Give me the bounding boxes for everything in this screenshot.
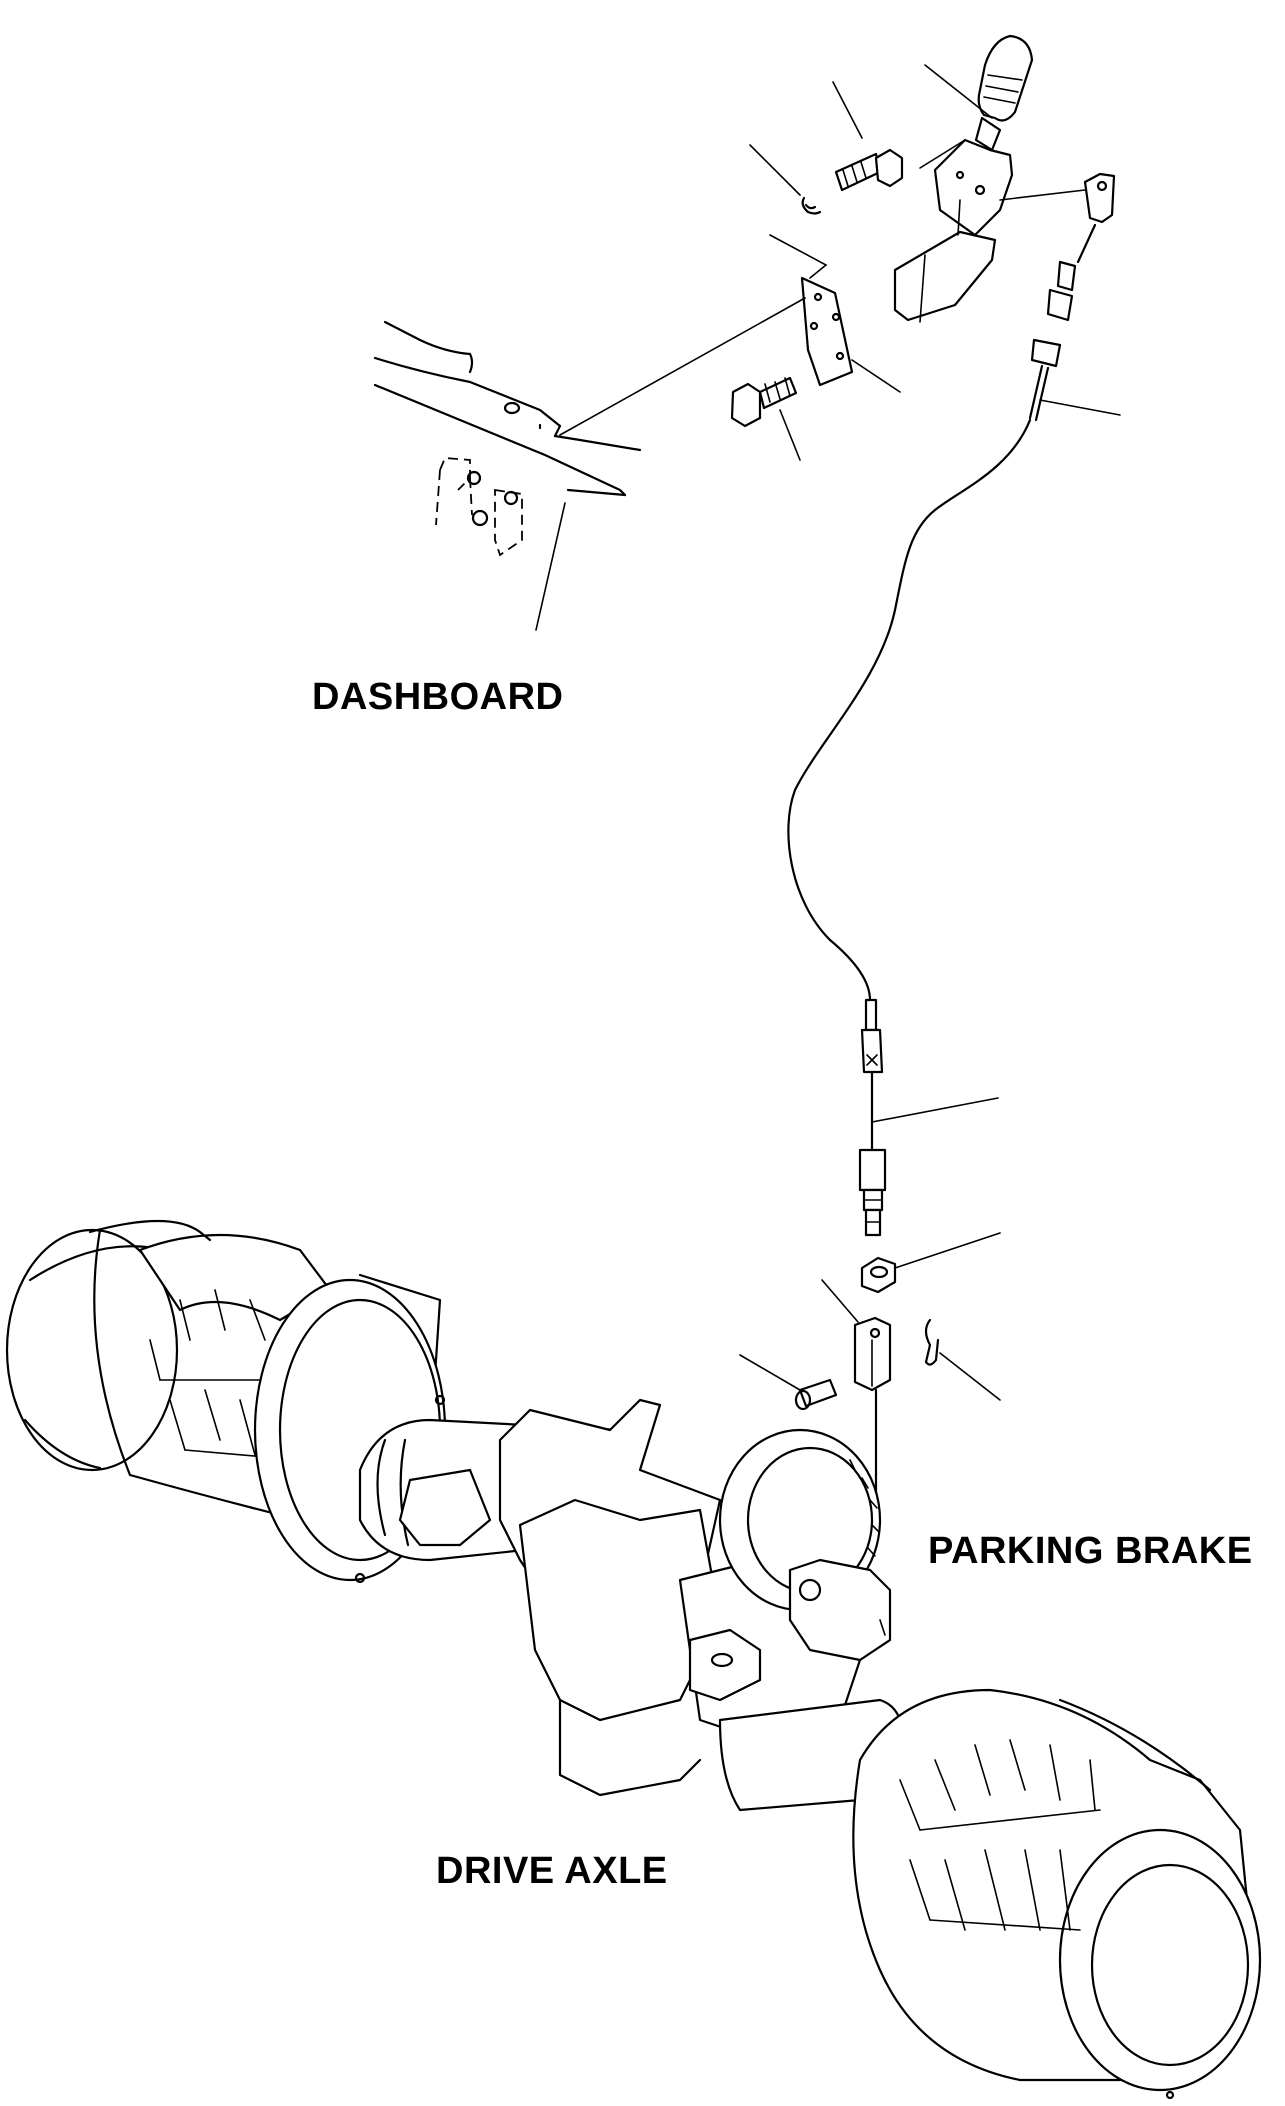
- plate-leader-2: [769, 234, 828, 279]
- cotter-pin: [924, 1318, 1001, 1401]
- plate-leader: [559, 297, 806, 436]
- upper-cable-end: [1028, 260, 1121, 422]
- clevis-pin: [739, 1354, 838, 1411]
- upper-bolt: [832, 81, 904, 192]
- lock-nut: [860, 1232, 1001, 1294]
- parking-brake-label: PARKING BRAKE: [928, 1530, 1253, 1572]
- washer: [749, 144, 822, 215]
- parking-brake-lever: [893, 34, 1086, 323]
- lower-bolt: [730, 376, 801, 461]
- mounting-plate: [800, 276, 901, 393]
- lower-cable-assembly: [858, 998, 999, 1237]
- drive-axle-label: DRIVE AXLE: [436, 1850, 668, 1892]
- dashboard-label: DASHBOARD: [312, 676, 564, 718]
- brake-cable: [787, 418, 1032, 1002]
- upper-clevis: [1076, 172, 1116, 264]
- dashboard-panel: [373, 320, 642, 631]
- drive-axle: [5, 1219, 1262, 2100]
